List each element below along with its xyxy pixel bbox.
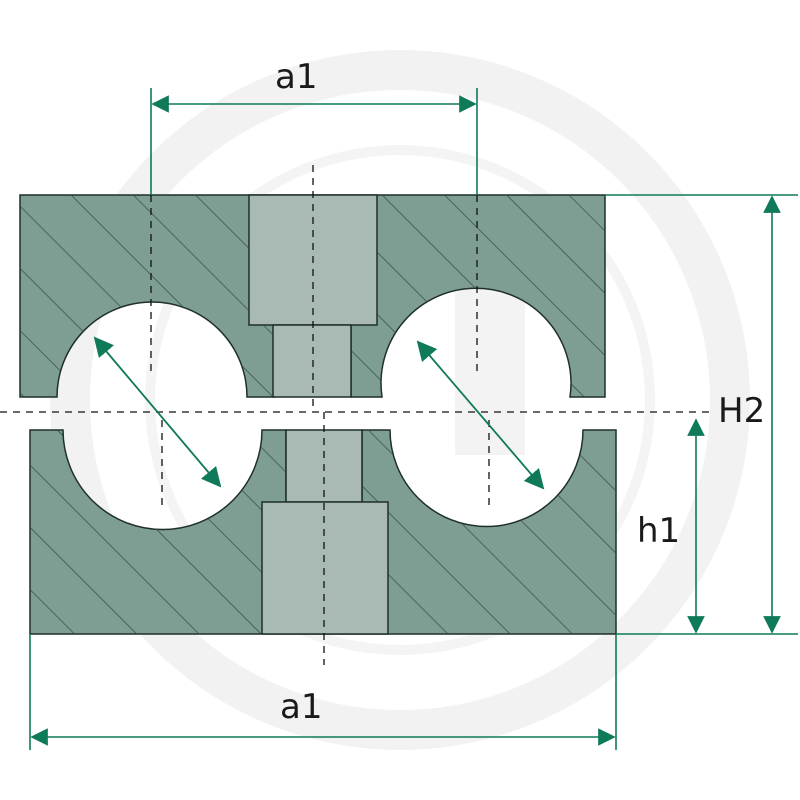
upper-bolt-shank-bore [272,324,352,398]
bore-diameter-arrows [93,336,545,490]
lower-clamp-half [29,429,617,635]
top-a1-label: a1 [275,57,317,97]
h2-label: H2 [718,391,765,431]
bottom-a1-label: a1 [280,687,322,727]
h1-label: h1 [637,511,680,551]
dimension-lines [29,88,798,750]
lower-bolt-head-bore [261,501,389,635]
